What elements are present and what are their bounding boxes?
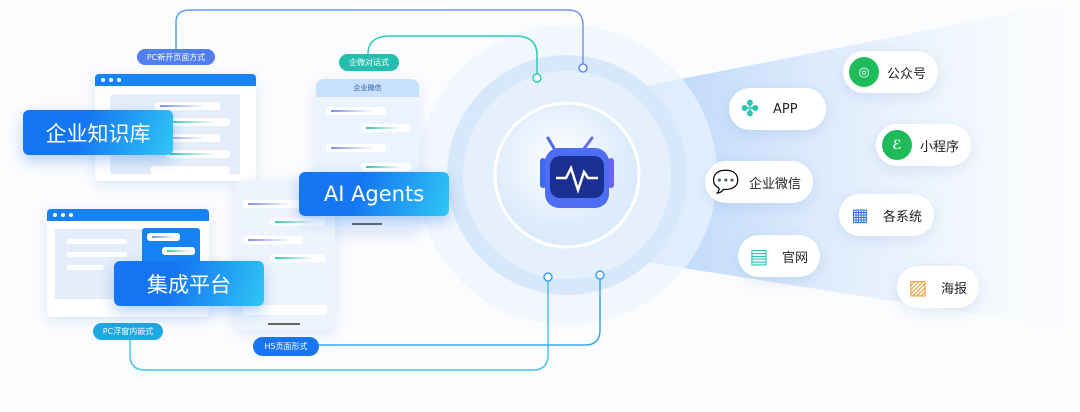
pc-window-knowledge	[95, 74, 256, 181]
light-beam	[600, 0, 1080, 330]
systems-icon: ▦	[851, 204, 869, 226]
channel-wecom[interactable]: 💬企业微信	[705, 161, 814, 203]
pill-wecom-chat: 企微对话式	[339, 54, 399, 71]
pill-pc-float: PC浮窗内嵌式	[93, 323, 163, 340]
label-integration: 集成平台	[114, 261, 264, 306]
app-grid-icon: ✤	[740, 96, 760, 122]
channel-app[interactable]: ✤APP	[729, 88, 826, 130]
mini-program-icon: ℰ	[882, 130, 912, 160]
label-ai-agents: AI Agents	[299, 172, 449, 216]
poster-icon: ▨	[908, 275, 928, 299]
wecom-icon: 💬	[712, 169, 740, 195]
robot-icon	[540, 136, 614, 208]
channel-systems[interactable]: ▦各系统	[839, 194, 935, 236]
channel-poster[interactable]: ▨海报	[897, 266, 980, 308]
pill-pc-new-page: PC新开页面方式	[137, 49, 215, 65]
phone-header: 企业微信	[316, 79, 419, 97]
wechat-official-icon: ◎	[849, 57, 879, 87]
label-knowledge-base: 企业知识库	[23, 110, 173, 155]
website-icon: ▤	[749, 244, 769, 268]
channel-website[interactable]: ▤官网	[738, 235, 821, 277]
pill-h5-page: H5页面形式	[253, 337, 319, 356]
channel-official-account[interactable]: ◎公众号	[843, 51, 939, 93]
